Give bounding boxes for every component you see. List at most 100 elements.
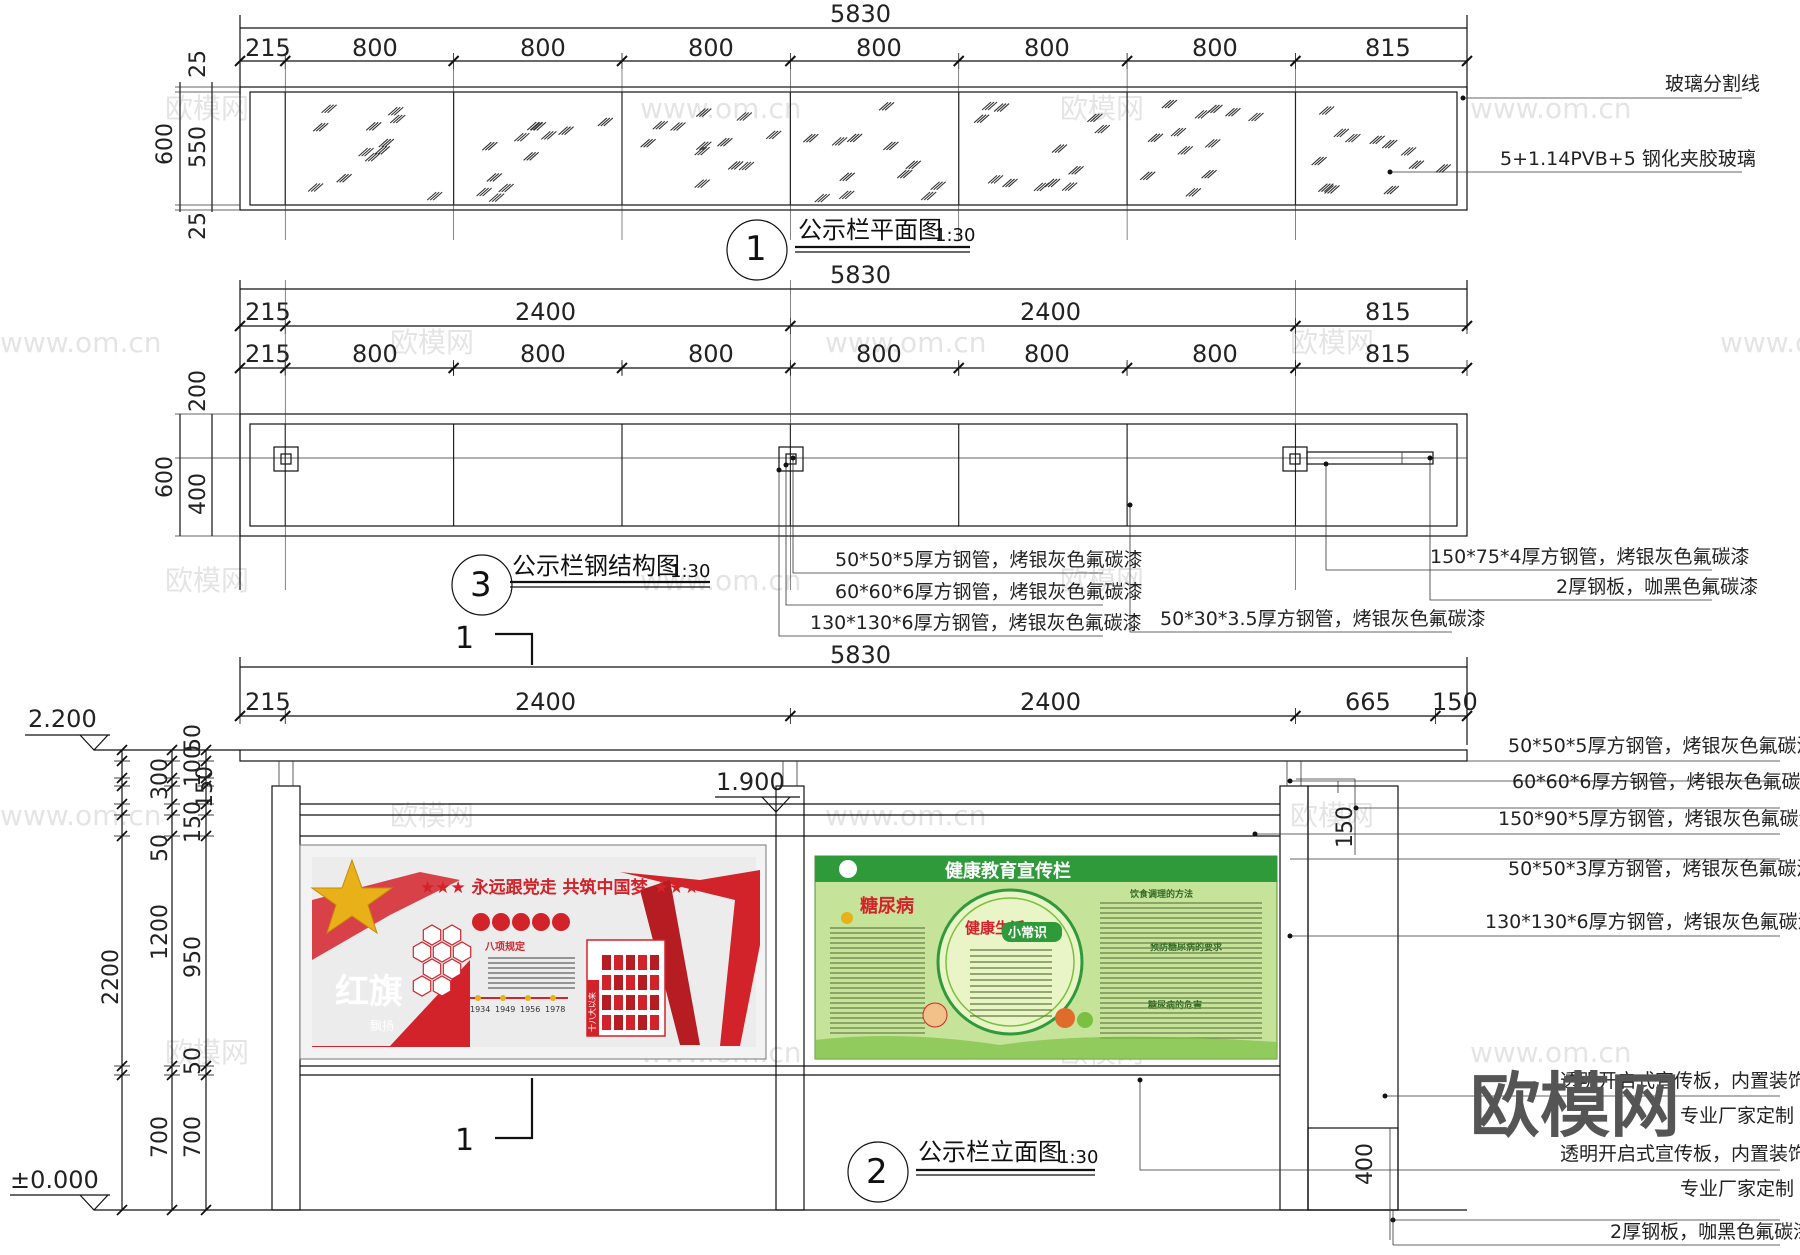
glass-hatch	[1061, 182, 1072, 192]
plan-title: 公示栏平面图	[798, 216, 942, 244]
poster-photo	[602, 975, 611, 990]
elev-vdim-950: 950	[181, 936, 206, 978]
glass-hatch	[1408, 160, 1419, 170]
glass-hatch	[1351, 133, 1361, 143]
glass-hatch	[536, 122, 547, 131]
poster-photo	[650, 955, 659, 970]
poster-left-badge: 八项规定	[484, 940, 525, 953]
glass-hatch	[1188, 187, 1199, 197]
plan-dim-4: 800	[856, 34, 902, 62]
glass-hatch	[380, 145, 391, 155]
struct-vdim-total: 600	[153, 456, 178, 498]
struct-title-circle	[451, 554, 513, 616]
glass-hatch	[881, 101, 892, 111]
elev-vdim-150a: 150	[193, 766, 218, 808]
glass-hatch	[1435, 163, 1446, 173]
glass-hatch	[378, 138, 389, 148]
glass-hatch	[695, 141, 706, 151]
glass-hatch	[1387, 139, 1398, 149]
glass-hatch	[979, 114, 990, 124]
glass-hatch	[523, 151, 533, 161]
poster-photo	[614, 955, 623, 970]
glass-hatch	[1324, 106, 1335, 115]
poster-photo	[650, 1015, 659, 1030]
glass-hatch	[1225, 107, 1235, 117]
poster-hex	[412, 975, 432, 997]
glass-hatch	[1327, 184, 1337, 194]
struct-r2-5: 800	[1024, 340, 1070, 368]
glass-hatch	[984, 101, 995, 111]
glass-hatch	[374, 145, 385, 155]
glass-hatch	[1185, 187, 1196, 197]
glass-hatch	[491, 193, 502, 203]
glass-hatch	[889, 141, 899, 151]
struct-r2-0: 215	[245, 340, 291, 368]
glass-hatch	[1207, 169, 1217, 179]
plan-scale: 1:30	[935, 225, 975, 246]
glass-hatch	[883, 141, 893, 151]
glass-hatch	[1005, 178, 1015, 188]
elev-note-8: 专业厂家定制	[1680, 1178, 1794, 1200]
elev-vdim-50b: 50	[181, 1047, 206, 1075]
elev-vdim-150b: 150	[181, 801, 206, 843]
poster-left-flag-sub: 飘扬	[370, 1018, 394, 1033]
poster-left-year-3: 1978	[545, 1005, 565, 1014]
glass-hatch	[1333, 128, 1344, 138]
glass-hatch	[390, 106, 401, 116]
glass-hatch	[370, 152, 381, 162]
glass-hatch	[1386, 185, 1397, 195]
glass-hatch	[476, 187, 487, 197]
plan-vdim-total: 600	[153, 123, 178, 165]
elev-vdim-50: 50	[181, 724, 206, 752]
glass-hatch	[744, 161, 755, 171]
glass-hatch	[318, 122, 329, 132]
glass-hatch	[1389, 185, 1400, 195]
watermark-text: 欧模网	[1060, 92, 1144, 125]
glass-hatch	[814, 193, 825, 203]
struct-note-5: 2厚钢板，咖黑色氟碳漆	[1556, 576, 1758, 598]
elev-section-mark: 1	[455, 1123, 474, 1158]
glass-hatch	[973, 114, 984, 124]
glass-hatch	[1317, 156, 1328, 166]
poster-right-side-a: 饮食调理的方法	[1129, 888, 1193, 900]
glass-hatch	[698, 141, 709, 151]
glass-hatch	[1036, 182, 1047, 192]
glass-hatch	[392, 114, 403, 124]
glass-hatch	[1339, 128, 1350, 138]
watermark-url: www.om.cn	[825, 326, 986, 359]
glass-hatch	[501, 183, 512, 193]
glass-hatch	[1441, 163, 1452, 173]
poster-photo	[626, 955, 635, 970]
glass-hatch	[381, 138, 392, 148]
poster-photo	[650, 975, 659, 990]
glass-hatch	[1047, 178, 1058, 188]
glass-hatch	[367, 152, 378, 162]
glass-hatch	[1369, 135, 1380, 145]
plan-dim-6: 800	[1192, 34, 1238, 62]
glass-hatch	[701, 141, 712, 151]
poster-hex	[442, 958, 462, 980]
struct-r1-0: 215	[245, 298, 291, 326]
glass-hatch	[1438, 163, 1449, 173]
poster-photo	[614, 975, 623, 990]
watermark-url: www.om.cn	[0, 799, 161, 832]
elev-scale: 1:30	[1058, 1147, 1098, 1168]
glass-hatch	[526, 151, 536, 161]
glass-hatch	[933, 181, 943, 191]
plan-dim-5: 800	[1024, 34, 1070, 62]
glass-hatch	[1383, 185, 1394, 195]
poster-right-side-b: 预防糖尿病的要求	[1150, 941, 1223, 953]
glass-hatch	[1311, 156, 1322, 166]
glass-hatch	[1210, 138, 1221, 148]
elev-vdim-300: 300	[148, 758, 173, 800]
watermark-text: 欧模网	[390, 326, 474, 359]
plan-vdim-b: 550	[186, 126, 211, 168]
elev-vdim-2200: 2200	[99, 949, 124, 1005]
glass-hatch	[817, 193, 828, 203]
glass-hatch	[884, 101, 895, 111]
struct-r2-1: 800	[352, 340, 398, 368]
glass-hatch	[720, 137, 730, 147]
glass-hatch	[432, 191, 443, 201]
elev-note-0: 50*50*5厚方钢管，烤银灰色氟碳漆	[1508, 735, 1800, 757]
elev-title: 公示栏立面图	[918, 1138, 1062, 1166]
